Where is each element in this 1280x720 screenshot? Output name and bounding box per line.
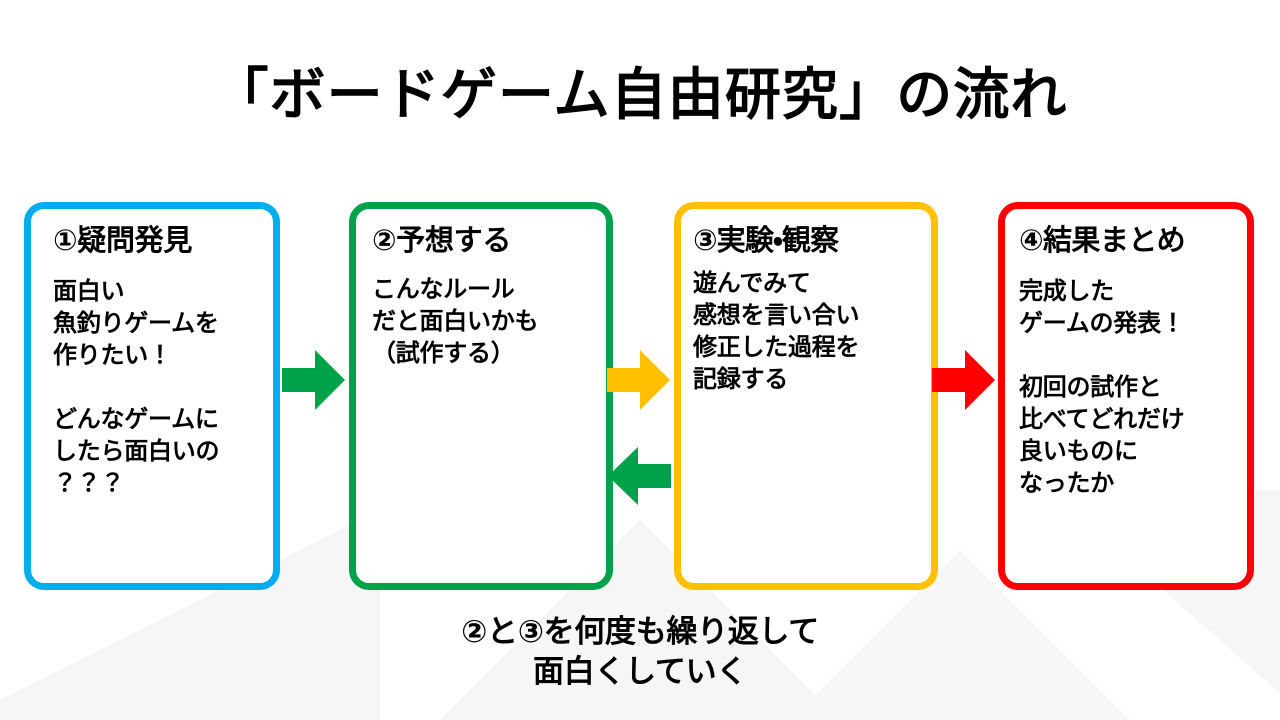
loop-caption: ②と③を何度も繰り返して 面白くしていく <box>461 614 819 689</box>
step-2-body: こんなルール だと面白いかも （試作する） <box>372 276 539 368</box>
arrow-step2-to-step3-icon <box>607 348 671 412</box>
step-card-3: ③実験・観察 遊んでみて 感想を言い合い 修正した過程を 記録する <box>674 202 938 590</box>
slide-title: 「ボードゲーム自由研究」の流れ <box>212 63 1068 126</box>
arrow-step3-back-to-step2-icon <box>607 446 671 506</box>
step-3-heading: ③実験・観察 <box>693 225 839 257</box>
step-4-heading: ④結果まとめ <box>1019 225 1186 257</box>
arrow-step1-to-step2-icon <box>282 348 346 412</box>
step-card-4: ④結果まとめ 完成した ゲームの発表！ 初回の試作と 比べてどれだけ 良いものに… <box>998 202 1254 590</box>
step-3-body: 遊んでみて 感想を言い合い 修正した過程を 記録する <box>693 270 860 394</box>
step-1-body: 面白い 魚釣りゲームを 作りたい！ どんなゲームに したら面白いの ？？？ <box>53 278 220 497</box>
step-2-heading: ②予想する <box>372 225 512 257</box>
step-1-heading: ①疑問発見 <box>53 225 193 257</box>
step-card-1: ①疑問発見 面白い 魚釣りゲームを 作りたい！ どんなゲームに したら面白いの … <box>24 202 280 590</box>
step-4-body: 完成した ゲームの発表！ 初回の試作と 比べてどれだけ 良いものに なったか <box>1019 278 1185 497</box>
arrow-step3-to-step4-icon <box>932 348 996 412</box>
step-card-2: ②予想する こんなルール だと面白いかも （試作する） <box>349 202 613 590</box>
